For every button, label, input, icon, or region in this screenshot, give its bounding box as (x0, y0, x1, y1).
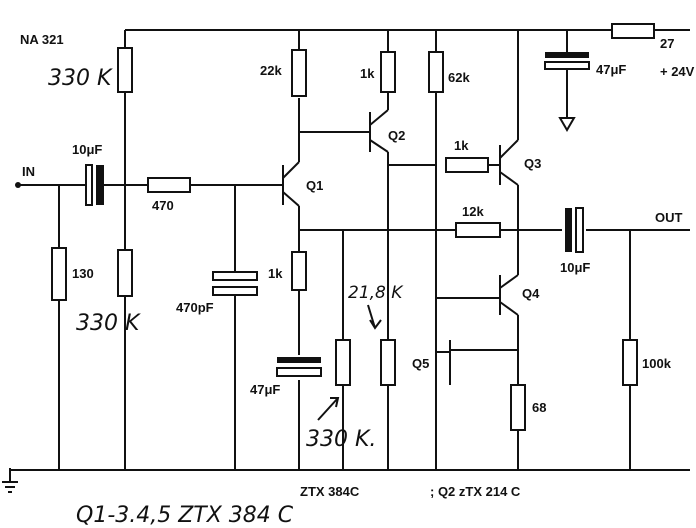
label-q5: Q5 (412, 356, 429, 371)
label-r-1k-top: 1k (360, 66, 375, 81)
label-r-in: 470 (152, 198, 174, 213)
resistor-68 (510, 384, 526, 431)
transistor-q4 (499, 274, 519, 316)
resistor-1k-emitter (291, 251, 307, 291)
resistor-330k-top (117, 47, 133, 93)
capacitor-10uf-in (85, 164, 93, 206)
label-r-shunt: 130 (72, 266, 94, 281)
label-q1: Q1 (306, 178, 323, 193)
handwritten-arrow-330k (317, 397, 340, 421)
capacitor-47uf-left (277, 357, 321, 363)
label-hand-330k: 330 K. (306, 427, 376, 452)
footnote: Q1-3.4,5 ZTX 384 C (76, 503, 294, 528)
label-c-in: 10μF (72, 142, 102, 157)
label-r-68: 68 (532, 400, 546, 415)
page-title: NA 321 (20, 32, 64, 47)
resistor-100k (622, 339, 638, 386)
label-r-62k: 62k (448, 70, 470, 85)
label-supply-r: 27 (660, 36, 674, 51)
label-out: OUT (655, 210, 683, 225)
label-r-22k: 22k (260, 63, 282, 78)
label-r-1k-base: 1k (454, 138, 469, 153)
label-c-out: 10μF (560, 260, 590, 275)
label-c-470p: 470pF (176, 300, 214, 315)
handwritten-arrow-21k8 (367, 304, 382, 330)
label-r-bias-bot: 330 K (76, 311, 141, 336)
resistor-130 (51, 247, 67, 301)
resistor-12k (455, 222, 501, 238)
transistor-q5 (436, 340, 451, 385)
resistor-27 (611, 23, 655, 39)
capacitor-470pf (212, 271, 258, 281)
transistor-q1 (282, 161, 300, 207)
ground-symbol (2, 468, 18, 493)
label-q2: Q2 (388, 128, 405, 143)
capacitor-47uf-top (545, 52, 589, 58)
label-r-1k-emit: 1k (268, 266, 283, 281)
transistor-q3 (499, 139, 519, 186)
resistor-1k-top (380, 51, 396, 93)
label-q4: Q4 (522, 286, 540, 301)
label-part-q2: ; Q2 zTX 214 C (430, 484, 521, 499)
resistor-470 (147, 177, 191, 193)
label-hand-21k8: 21,8 K (348, 283, 404, 303)
resistor-330k-hand (335, 339, 351, 386)
transistor-q2 (369, 109, 389, 153)
label-q3: Q3 (524, 156, 541, 171)
label-supply-v: + 24V (660, 64, 695, 79)
resistor-22k (291, 49, 307, 97)
label-part-q1: ZTX 384C (300, 484, 360, 499)
label-c-47u-left: 47μF (250, 382, 280, 397)
capacitor-10uf-out (565, 208, 572, 252)
label-in: IN (22, 164, 35, 179)
label-c-47u-top: 47μF (596, 62, 626, 77)
resistor-62k (428, 51, 444, 93)
resistor-21k8 (380, 339, 396, 386)
label-r-bias-top: 330 K (48, 66, 113, 91)
label-r-100k: 100k (642, 356, 672, 371)
resistor-330k-bottom (117, 249, 133, 297)
ground-arrow-top (558, 117, 576, 132)
resistor-1k-base (445, 157, 489, 173)
label-r-12k: 12k (462, 204, 484, 219)
